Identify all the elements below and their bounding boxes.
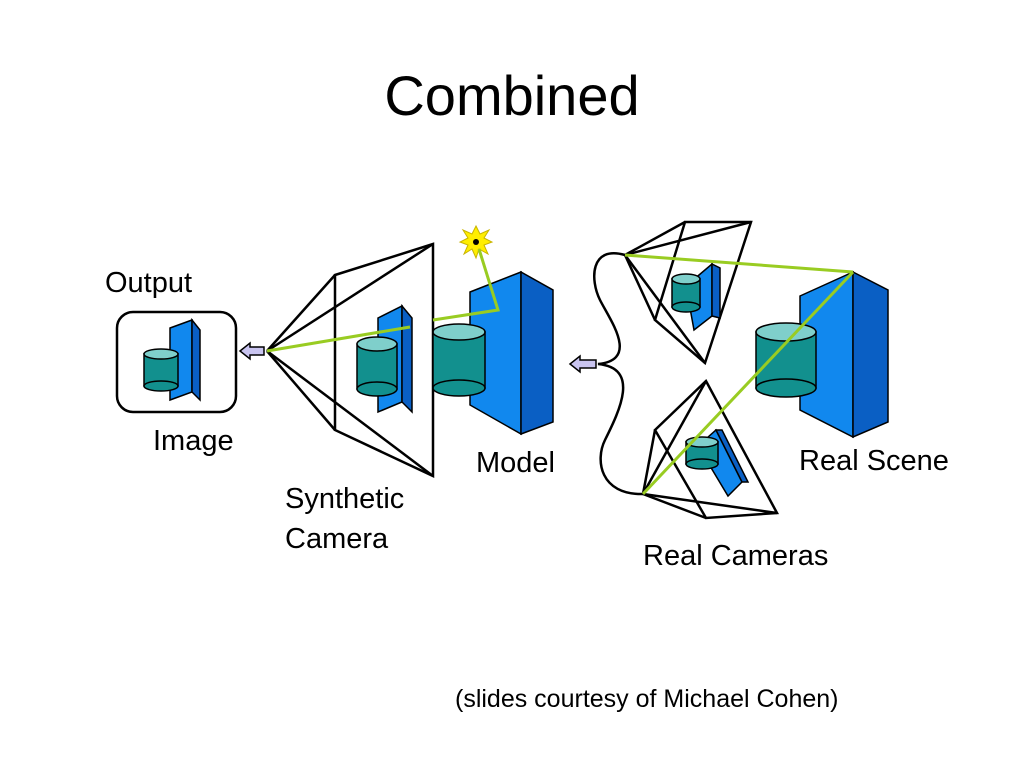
slide-title: Combined (384, 64, 640, 127)
light-source-icon (458, 224, 494, 260)
real-camera-bottom-cylinder (685, 436, 719, 470)
slide-credit: (slides courtesy of Michael Cohen) (455, 685, 839, 713)
model-cylinder (432, 323, 486, 397)
output-cylinder (143, 348, 179, 392)
arrow-left-icon (568, 354, 597, 374)
real-camera-bottom-frustum (641, 378, 780, 520)
light-rays (266, 248, 500, 353)
label-synthetic-camera-line2: Camera (285, 523, 389, 555)
arrow-left-icon (238, 341, 265, 361)
label-image: Image (153, 425, 234, 457)
real-cameras-brace (593, 252, 644, 496)
label-synthetic-camera-line1: Synthetic (285, 483, 405, 515)
real-scene-cylinder (755, 322, 817, 398)
output-image (115, 310, 238, 414)
synthetic-camera-frustum (266, 242, 435, 478)
label-output: Output (105, 267, 193, 299)
label-real-cameras: Real Cameras (643, 540, 829, 572)
capture-rays (624, 253, 855, 496)
real-camera-top-frustum (623, 220, 753, 366)
real-camera-top-cylinder (671, 273, 701, 313)
label-real-scene: Real Scene (799, 445, 949, 477)
label-model: Model (476, 447, 555, 479)
synthetic-camera-cylinder (356, 336, 398, 397)
